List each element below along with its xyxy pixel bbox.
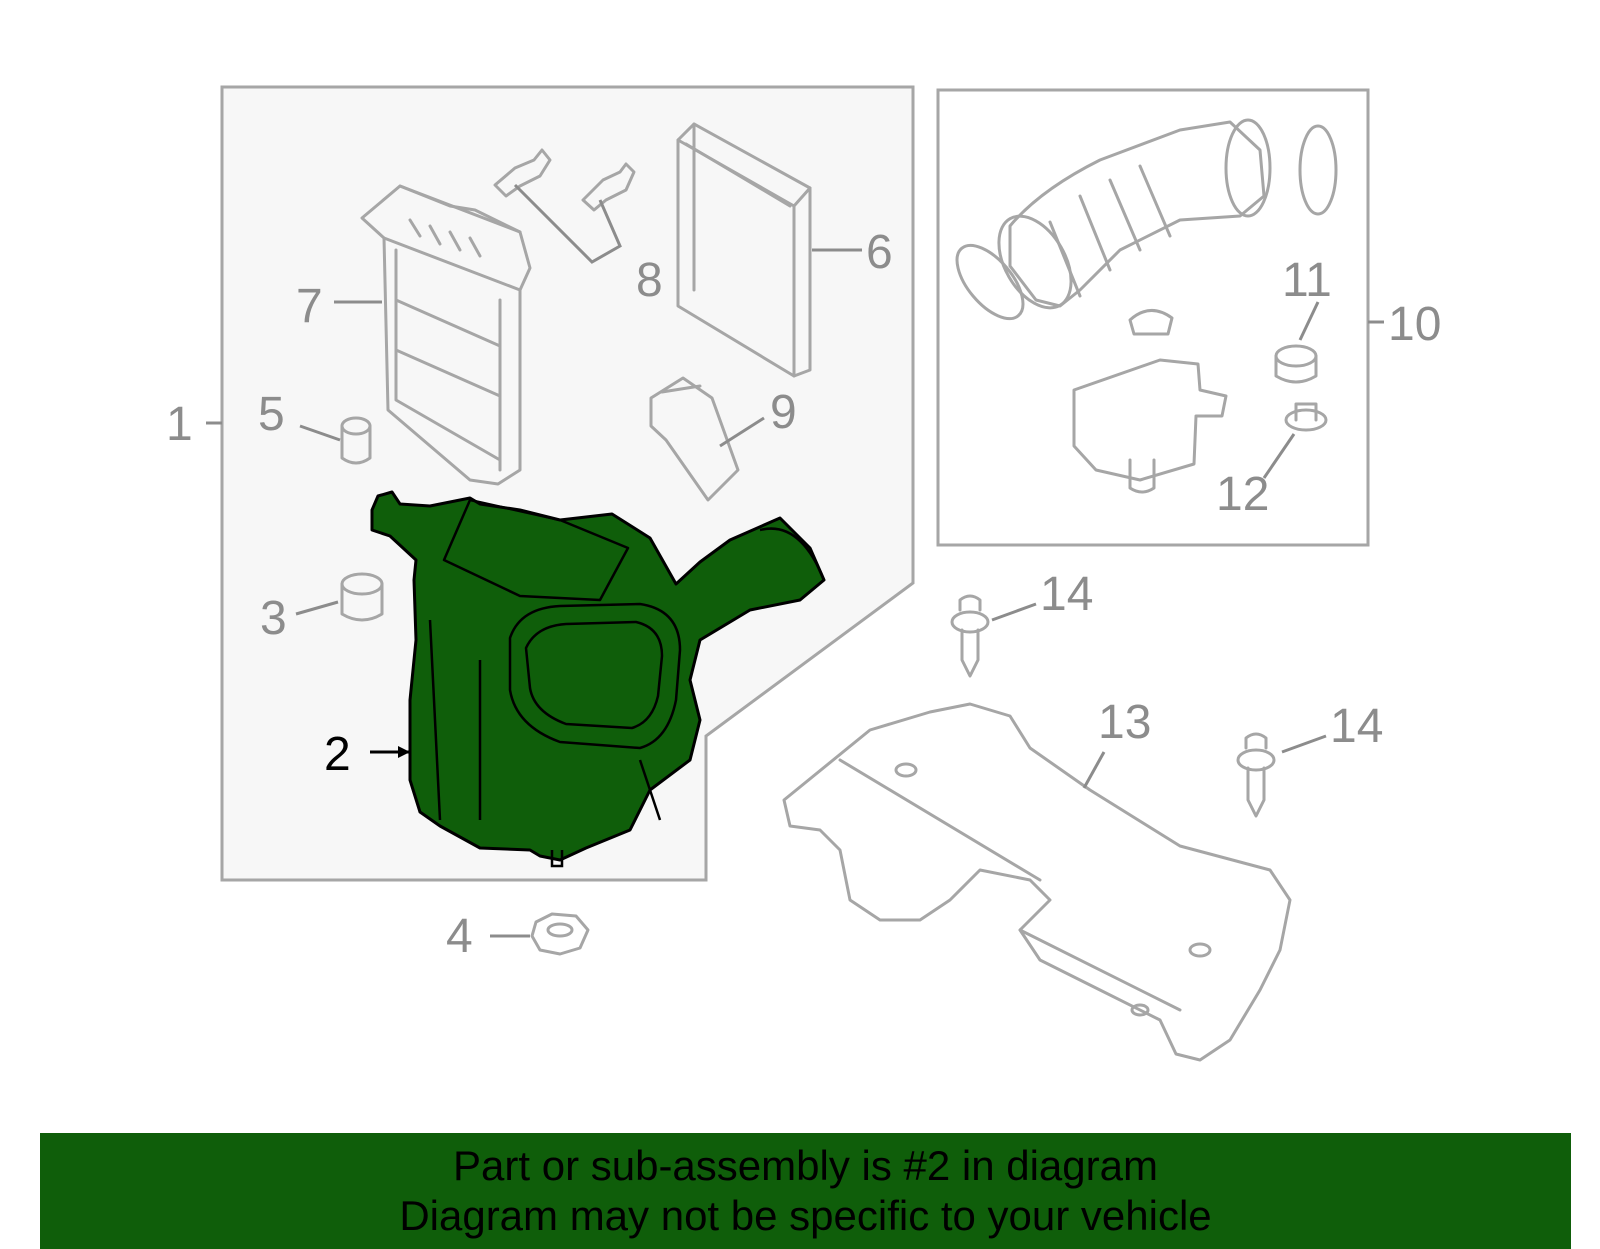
callout-8[interactable]: 8 (636, 254, 663, 307)
leader-5 (299, 424, 341, 442)
leader-14b (1281, 734, 1327, 754)
callout-1[interactable]: 1 (166, 398, 193, 451)
callout-14-lower[interactable]: 14 (1330, 700, 1383, 753)
part-14-push-clip-lower[interactable] (1236, 732, 1276, 818)
callout-2[interactable]: 2 (324, 728, 351, 781)
leader-13 (1082, 751, 1106, 789)
info-banner: Part or sub-assembly is #2 in diagram Di… (40, 1133, 1571, 1249)
part-6-air-filter[interactable] (676, 122, 812, 378)
part-13-splash-shield[interactable] (782, 702, 1292, 1062)
callout-6[interactable]: 6 (866, 226, 893, 279)
part-9-label[interactable] (649, 376, 740, 502)
part-8-clips[interactable] (493, 148, 636, 264)
callout-4[interactable]: 4 (446, 910, 473, 963)
leader-9 (719, 416, 765, 448)
banner-line-1: Part or sub-assembly is #2 in diagram (453, 1142, 1158, 1189)
part-4-nut[interactable] (530, 912, 590, 956)
banner-line-2: Diagram may not be specific to your vehi… (399, 1192, 1212, 1239)
leader-11 (1298, 301, 1320, 341)
callout-13[interactable]: 13 (1098, 696, 1151, 749)
callout-10[interactable]: 10 (1388, 298, 1441, 351)
callout-9[interactable]: 9 (770, 386, 797, 439)
part-2-air-cleaner-housing[interactable] (370, 490, 826, 868)
leader-3 (295, 600, 339, 616)
part-5-grommet[interactable] (340, 416, 372, 465)
callout-14-upper[interactable]: 14 (1040, 568, 1093, 621)
leader-14a (991, 602, 1037, 622)
part-12-clip[interactable] (1284, 402, 1328, 432)
part-11-grommet[interactable] (1274, 344, 1318, 384)
part-7-cover[interactable] (360, 184, 532, 486)
part-10-air-intake-duct[interactable] (945, 118, 1338, 494)
part-3-insulator[interactable] (340, 572, 384, 622)
part-14-push-clip-upper[interactable] (950, 594, 990, 678)
callout-5[interactable]: 5 (258, 388, 285, 441)
leader-2-arrowhead (398, 746, 410, 758)
callout-11[interactable]: 11 (1282, 254, 1332, 307)
leader-12 (1262, 433, 1296, 479)
callout-3[interactable]: 3 (260, 592, 287, 645)
callout-7[interactable]: 7 (296, 280, 323, 333)
callout-12[interactable]: 12 (1216, 468, 1269, 521)
